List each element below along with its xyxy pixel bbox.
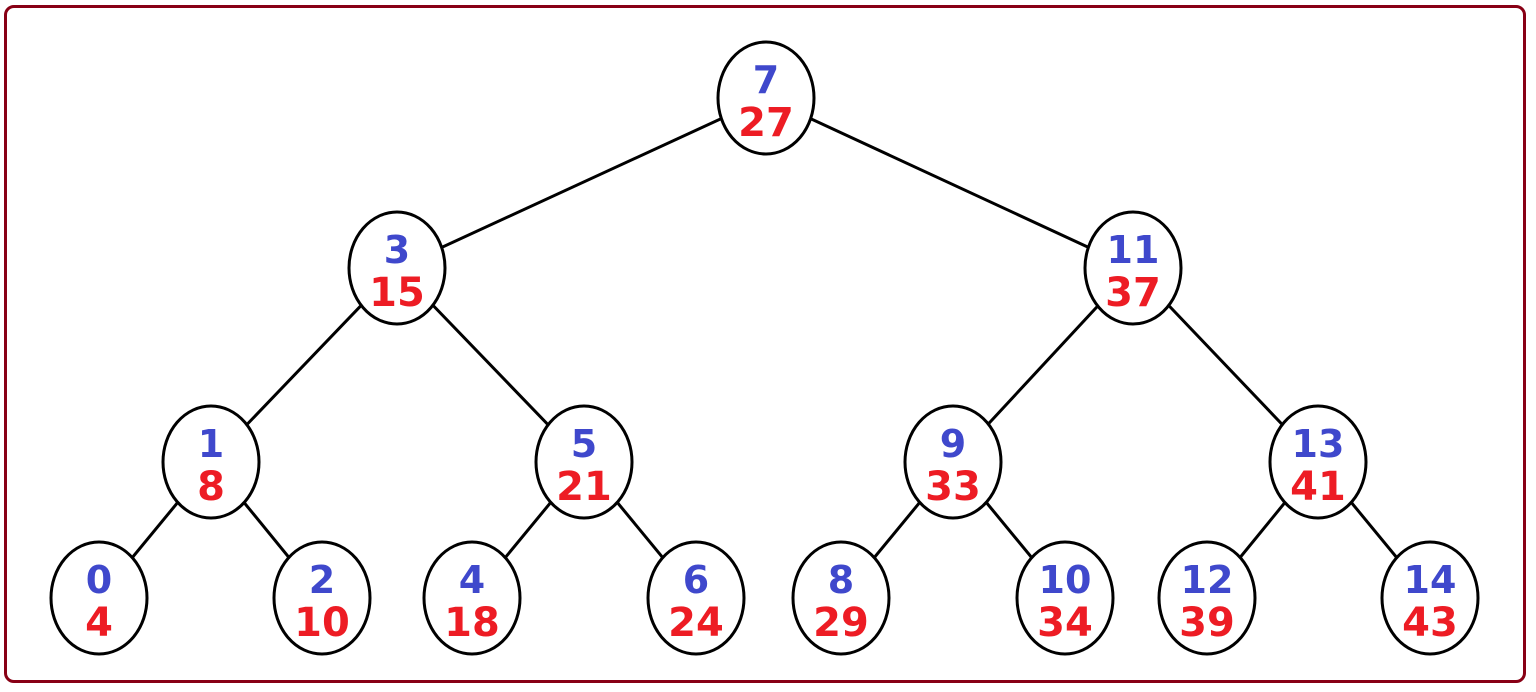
node-ellipse — [1083, 210, 1183, 326]
node-value: 27 — [738, 100, 794, 146]
node-value: 34 — [1037, 600, 1093, 646]
node-value: 4 — [85, 600, 113, 646]
node-ellipse — [1015, 540, 1115, 656]
node-ellipse — [716, 40, 816, 156]
diagram-frame — [4, 5, 1526, 683]
node-index: 11 — [1107, 228, 1160, 272]
node-ellipse — [1268, 404, 1368, 520]
node-value: 33 — [925, 464, 981, 510]
tree-node: 210 — [272, 540, 372, 656]
node-ellipse — [791, 540, 891, 656]
tree-node: 624 — [646, 540, 746, 656]
node-value: 24 — [668, 600, 724, 646]
node-index: 12 — [1181, 558, 1234, 602]
node-ellipse — [903, 404, 1003, 520]
tree-edge — [396, 96, 767, 270]
node-ellipse — [534, 404, 634, 520]
node-index: 3 — [384, 228, 410, 272]
node-value: 43 — [1402, 600, 1458, 646]
node-value: 37 — [1105, 270, 1161, 316]
node-ellipse — [347, 210, 447, 326]
node-value: 41 — [1290, 464, 1346, 510]
node-value: 18 — [444, 600, 500, 646]
node-value: 29 — [813, 600, 869, 646]
node-index: 13 — [1292, 422, 1345, 466]
node-index: 4 — [459, 558, 485, 602]
tree-node: 829 — [791, 540, 891, 656]
node-value: 8 — [197, 464, 225, 510]
node-index: 10 — [1039, 558, 1092, 602]
node-ellipse — [272, 540, 372, 656]
node-index: 8 — [828, 558, 854, 602]
node-index: 7 — [753, 58, 779, 102]
tree-node: 418 — [422, 540, 522, 656]
node-index: 2 — [309, 558, 335, 602]
node-value: 15 — [369, 270, 425, 316]
node-value: 39 — [1179, 600, 1235, 646]
node-index: 1 — [198, 422, 224, 466]
tree-edge — [765, 96, 1134, 270]
node-index: 9 — [940, 422, 966, 466]
node-ellipse — [49, 540, 149, 656]
node-index: 5 — [571, 422, 597, 466]
tree-node: 933 — [903, 404, 1003, 520]
tree-node: 315 — [347, 210, 447, 326]
node-ellipse — [646, 540, 746, 656]
tree-node: 521 — [534, 404, 634, 520]
node-ellipse — [1157, 540, 1257, 656]
node-index: 0 — [86, 558, 112, 602]
node-index: 14 — [1404, 558, 1457, 602]
tree-node: 04 — [49, 540, 149, 656]
node-value: 21 — [556, 464, 612, 510]
node-value: 10 — [294, 600, 350, 646]
node-ellipse — [1380, 540, 1480, 656]
node-ellipse — [422, 540, 522, 656]
tree-node: 18 — [161, 404, 261, 520]
node-index: 6 — [683, 558, 709, 602]
node-ellipse — [161, 404, 261, 520]
tree-node: 727 — [716, 40, 816, 156]
